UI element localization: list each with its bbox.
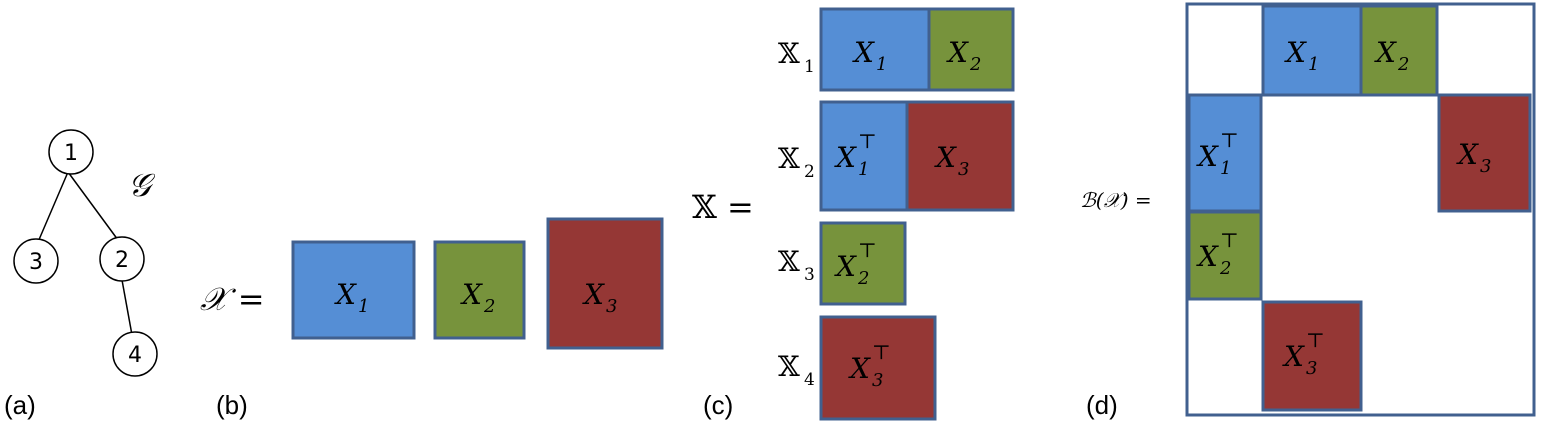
svg-text:X: X xyxy=(852,36,875,69)
panel-c: 𝕏 = 𝕏 1 𝕏 2 𝕏 3 𝕏 4 X 1 X 2 xyxy=(692,7,1015,421)
row3-block-x2t: X 2 ⊤ xyxy=(819,221,907,306)
block-x3-base: X xyxy=(582,278,605,311)
svg-text:X: X xyxy=(1196,240,1219,273)
block-x3: X 3 xyxy=(546,217,664,350)
row2-block-x1t: X 1 ⊤ xyxy=(819,100,909,212)
svg-text:3: 3 xyxy=(804,265,815,285)
calx-equals: 𝒳 = xyxy=(200,280,265,318)
panel-d: ℬ(𝒳) = X 1 X 2 X 1 ⊤ X 3 X 2 ⊤ xyxy=(1080,2,1536,420)
node-label-2: 2 xyxy=(115,248,129,273)
graph-symbol: 𝒢 xyxy=(128,166,156,204)
graph-node-1: 1 xyxy=(48,129,94,175)
svg-text:1: 1 xyxy=(876,54,887,75)
svg-text:X: X xyxy=(946,36,969,69)
node-label-4: 4 xyxy=(128,343,142,368)
svg-text:X: X xyxy=(1284,36,1307,69)
row-label-1: 𝕏 1 xyxy=(778,37,815,77)
svg-text:X: X xyxy=(1282,340,1305,373)
svg-text:4: 4 xyxy=(804,370,815,390)
row1-block-x2: X 2 xyxy=(927,7,1015,92)
svg-text:2: 2 xyxy=(969,54,981,75)
svg-text:1: 1 xyxy=(858,159,869,180)
row2-block-x3: X 3 xyxy=(905,100,1015,212)
svg-text:2: 2 xyxy=(1397,54,1409,75)
svg-text:⊤: ⊤ xyxy=(858,129,877,153)
node-label-1: 1 xyxy=(64,141,78,166)
panel-label-a: (a) xyxy=(4,390,36,420)
matrix-block-x1t: X 1 ⊤ xyxy=(1187,93,1263,213)
svg-text:𝕏: 𝕏 xyxy=(778,245,800,278)
block-x1-base: X xyxy=(334,278,357,311)
svg-text:3: 3 xyxy=(1306,358,1317,379)
block-x2-base: X xyxy=(460,278,483,311)
row4-block-x3t: X 3 ⊤ xyxy=(819,315,937,421)
svg-text:X: X xyxy=(1196,140,1219,173)
edge-1-2 xyxy=(67,171,119,241)
svg-text:X: X xyxy=(1456,138,1479,171)
svg-text:X: X xyxy=(848,352,871,385)
svg-text:⊤: ⊤ xyxy=(858,238,877,262)
graph-node-2: 2 xyxy=(99,236,145,282)
svg-text:⊤: ⊤ xyxy=(1220,128,1239,152)
block-x1: X 1 xyxy=(291,240,416,340)
block-x3-sub: 3 xyxy=(606,296,617,317)
matrix-block-x1: X 1 xyxy=(1261,4,1363,97)
svg-text:X: X xyxy=(1374,36,1397,69)
svg-text:⊤: ⊤ xyxy=(1306,328,1325,352)
bbx-equals: 𝕏 = xyxy=(692,188,754,226)
svg-text:2: 2 xyxy=(857,268,869,289)
row-label-4: 𝕏 4 xyxy=(778,350,815,390)
panel-label-d: (d) xyxy=(1086,390,1118,420)
svg-text:X: X xyxy=(934,141,957,174)
svg-text:𝕏: 𝕏 xyxy=(778,37,800,70)
row1-block-x1: X 1 xyxy=(819,7,931,92)
matrix-block-x3: X 3 xyxy=(1437,93,1532,213)
graph-node-3: 3 xyxy=(13,238,59,284)
row-label-2: 𝕏 2 xyxy=(778,142,815,182)
svg-text:X: X xyxy=(834,250,857,283)
svg-text:𝕏: 𝕏 xyxy=(778,142,800,175)
bx-equals: ℬ(𝒳) = xyxy=(1080,188,1152,212)
block-x1-sub: 1 xyxy=(358,296,369,317)
matrix-block-x3t: X 3 ⊤ xyxy=(1261,300,1363,412)
row-label-3: 𝕏 3 xyxy=(778,245,815,285)
edge-1-3 xyxy=(37,171,69,243)
matrix-block-x2: X 2 xyxy=(1359,4,1439,97)
panel-label-b: (b) xyxy=(216,390,248,420)
svg-text:X: X xyxy=(834,141,857,174)
node-label-3: 3 xyxy=(29,250,43,275)
svg-text:3: 3 xyxy=(1480,156,1491,177)
svg-text:⊤: ⊤ xyxy=(872,340,891,364)
svg-text:1: 1 xyxy=(804,57,815,77)
block-x2: X 2 xyxy=(433,240,526,340)
svg-text:3: 3 xyxy=(872,370,883,391)
edge-2-4 xyxy=(121,279,133,336)
svg-text:⊤: ⊤ xyxy=(1220,228,1239,252)
panel-b: 𝒳 = X 1 X 2 X 3 (b) xyxy=(200,217,664,420)
svg-text:3: 3 xyxy=(958,159,969,180)
block-x2-sub: 2 xyxy=(483,296,495,317)
svg-text:𝕏: 𝕏 xyxy=(778,350,800,383)
svg-text:2: 2 xyxy=(1219,258,1231,279)
svg-text:1: 1 xyxy=(1220,158,1231,179)
svg-text:1: 1 xyxy=(1308,54,1319,75)
panel-label-c: (c) xyxy=(703,390,733,420)
panel-a: 1 3 2 4 𝒢 (a) xyxy=(4,129,158,420)
matrix-block-x2t: X 2 ⊤ xyxy=(1187,210,1263,301)
svg-text:2: 2 xyxy=(804,162,815,182)
graph-node-4: 4 xyxy=(112,331,158,377)
